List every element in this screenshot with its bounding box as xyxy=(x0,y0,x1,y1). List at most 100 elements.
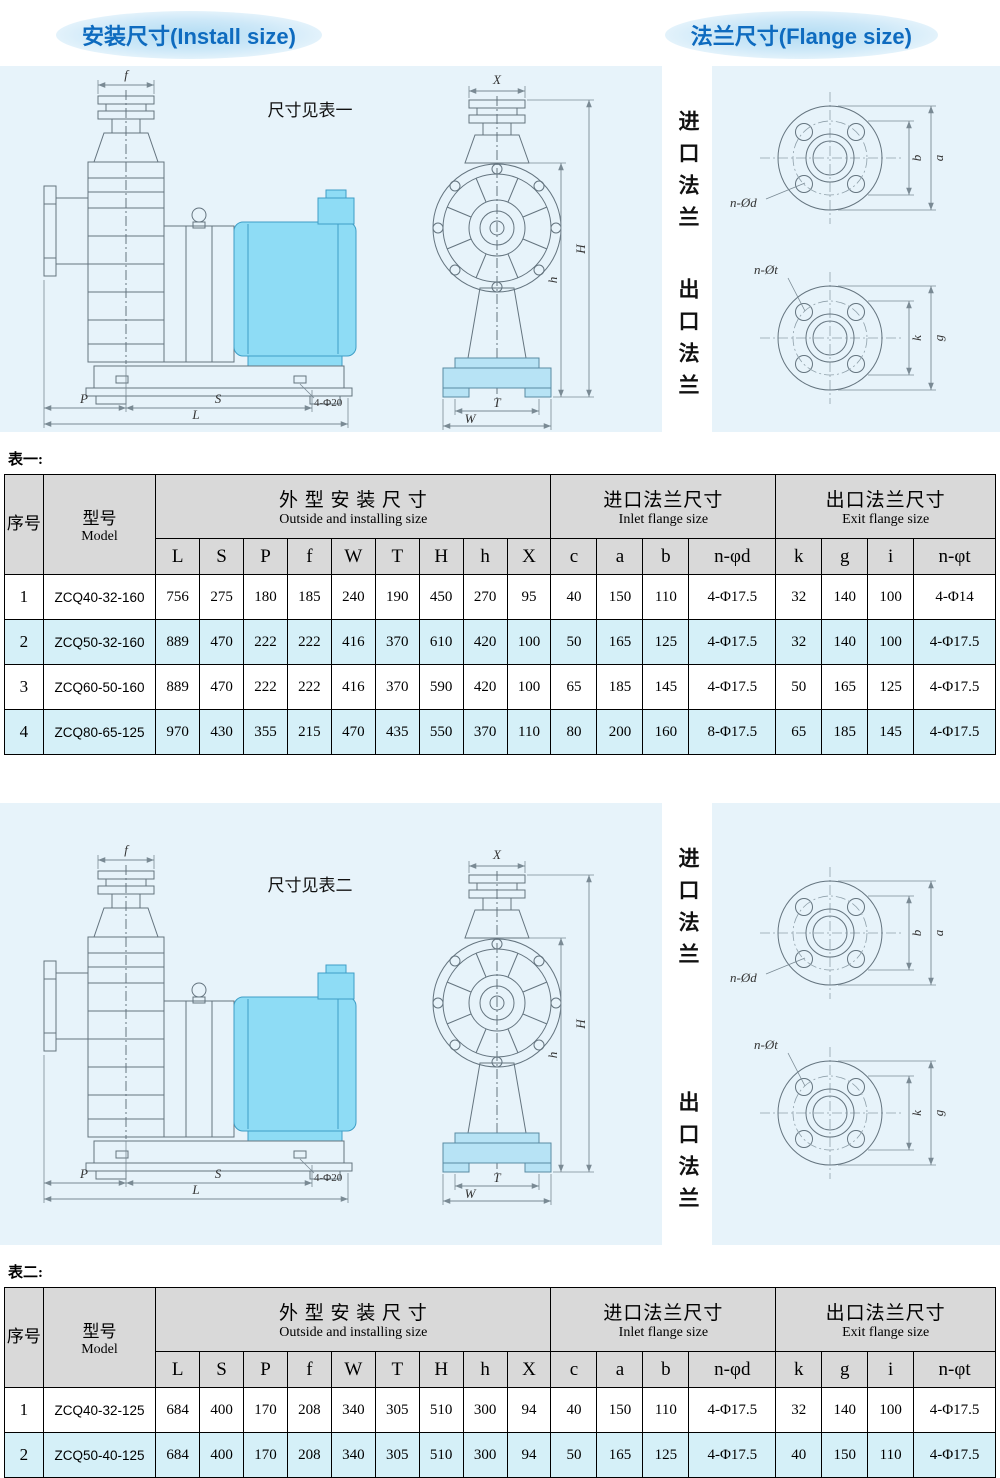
value-cell: 420 xyxy=(462,664,508,710)
dim-label-X: X xyxy=(492,847,502,862)
value-cell: 400 xyxy=(199,1387,245,1433)
value-cell: 610 xyxy=(418,619,464,665)
value-cell: 125 xyxy=(642,619,690,665)
outlet-dim-outer-label: g xyxy=(931,1109,946,1116)
flange-labels-strip: 进口法兰 出口法兰 xyxy=(662,803,712,1245)
value-cell: 50 xyxy=(550,1432,598,1478)
value-cell: 110 xyxy=(506,709,552,755)
col-header-T: T xyxy=(374,1351,420,1388)
group-header-en: Exit flange size xyxy=(842,1325,930,1340)
flange-views-drawing: n-Ød b a xyxy=(730,92,946,404)
col-header-n-φd: n-φd xyxy=(688,1351,777,1388)
pump-base-drawing xyxy=(442,1132,552,1173)
value-cell: 100 xyxy=(506,664,552,710)
col-header-H: H xyxy=(418,1351,464,1388)
value-cell: 4-Φ17.5 xyxy=(913,1387,996,1433)
dim-label-L: L xyxy=(191,407,199,422)
value-cell: 400 xyxy=(199,1432,245,1478)
group-header-zh: 进口法兰尺寸 xyxy=(603,490,724,511)
col-header-g: g xyxy=(821,538,869,575)
value-cell: 510 xyxy=(418,1432,464,1478)
col-header-L: L xyxy=(155,1351,201,1388)
base-bolt-note: 4-Φ20 xyxy=(314,1172,343,1184)
table1-caption: 表一: xyxy=(8,452,43,468)
value-cell: 889 xyxy=(155,619,201,665)
value-cell: 65 xyxy=(550,664,598,710)
value-cell: 4-Φ17.5 xyxy=(688,664,777,710)
value-cell: 185 xyxy=(821,709,869,755)
col-header-g: g xyxy=(821,1351,869,1388)
dim-label-P: P xyxy=(79,1166,88,1181)
outlet-bolt-note: n-Øt xyxy=(754,1037,778,1052)
value-cell: 4-Φ17.5 xyxy=(913,709,996,755)
model-cell: ZCQ40-32-160 xyxy=(42,574,157,620)
col-header-n-φd: n-φd xyxy=(688,538,777,575)
value-cell: 590 xyxy=(418,664,464,710)
col-header-S: S xyxy=(199,538,245,575)
value-cell: 340 xyxy=(330,1432,376,1478)
install-size-title-text: 安装尺寸(Install size) xyxy=(82,24,296,49)
col-header-f: f xyxy=(286,538,332,575)
pump-front-view: X h H T W xyxy=(432,72,594,430)
group-header-zh: 进口法兰尺寸 xyxy=(603,1303,724,1324)
outlet-flange-drawing: n-Øt k g xyxy=(754,1037,946,1179)
value-cell: 100 xyxy=(867,574,915,620)
model-header-zh: 型号 xyxy=(82,1322,117,1341)
front-view-dimensions: X h H T W xyxy=(442,72,594,430)
inlet-flange-drawing: n-Ød b a xyxy=(730,867,946,999)
row-index: 2 xyxy=(4,619,44,665)
col-header-i: i xyxy=(867,1351,915,1388)
col-header-c: c xyxy=(550,1351,598,1388)
flange-size-title: 法兰尺寸(Flange size) xyxy=(664,11,938,59)
outlet-flange-label: 出口法兰 xyxy=(676,278,699,406)
col-header-i: i xyxy=(867,538,915,575)
install-size-title: 安装尺寸(Install size) xyxy=(56,11,322,59)
outlet-dim-inner-label: k xyxy=(909,335,924,341)
model-cell: ZCQ40-32-125 xyxy=(42,1387,157,1433)
motor-drawing xyxy=(233,189,357,367)
inlet-flange-drawing: n-Ød b a xyxy=(730,92,946,224)
base-bolt-note: 4-Φ20 xyxy=(314,397,343,409)
group-header-en: Inlet flange size xyxy=(618,512,709,527)
col-header-c: c xyxy=(550,538,598,575)
dim-label-T: T xyxy=(493,395,501,410)
flange-views-drawing: n-Ød b a xyxy=(730,867,946,1179)
group-header-en: Exit flange size xyxy=(842,512,930,527)
value-cell: 125 xyxy=(867,664,915,710)
col-header-n-φt: n-φt xyxy=(913,538,996,575)
value-cell: 420 xyxy=(462,619,508,665)
pump-drawings-panel: 尺寸见表二 xyxy=(0,803,662,1245)
dim-label-f: f xyxy=(124,67,130,82)
value-cell: 450 xyxy=(418,574,464,620)
value-cell: 150 xyxy=(596,1387,644,1433)
value-cell: 684 xyxy=(155,1387,201,1433)
value-cell: 40 xyxy=(775,1432,823,1478)
col-header-h: h xyxy=(462,1351,508,1388)
dim-label-h: h xyxy=(545,277,560,284)
value-cell: 32 xyxy=(775,1387,823,1433)
value-cell: 200 xyxy=(596,709,644,755)
col-header-H: H xyxy=(418,538,464,575)
col-header-a: a xyxy=(596,1351,644,1388)
dim-label-S: S xyxy=(215,1166,222,1181)
col-header-f: f xyxy=(286,1351,332,1388)
dim-label-X: X xyxy=(492,72,502,87)
pump-drawings-panel: 尺寸见表一 xyxy=(0,66,662,432)
value-cell: 222 xyxy=(243,619,288,665)
value-cell: 4-Φ17.5 xyxy=(688,1387,777,1433)
outlet-flange-drawing: n-Øt k g xyxy=(754,262,946,404)
value-cell: 145 xyxy=(867,709,915,755)
group-header-en: Outside and installing size xyxy=(279,1325,428,1340)
value-cell: 140 xyxy=(821,1387,869,1433)
row-index: 3 xyxy=(4,664,44,710)
value-cell: 4-Φ17.5 xyxy=(688,1432,777,1478)
group-header-en: Outside and installing size xyxy=(279,512,428,527)
model-header-zh: 型号 xyxy=(82,509,117,528)
